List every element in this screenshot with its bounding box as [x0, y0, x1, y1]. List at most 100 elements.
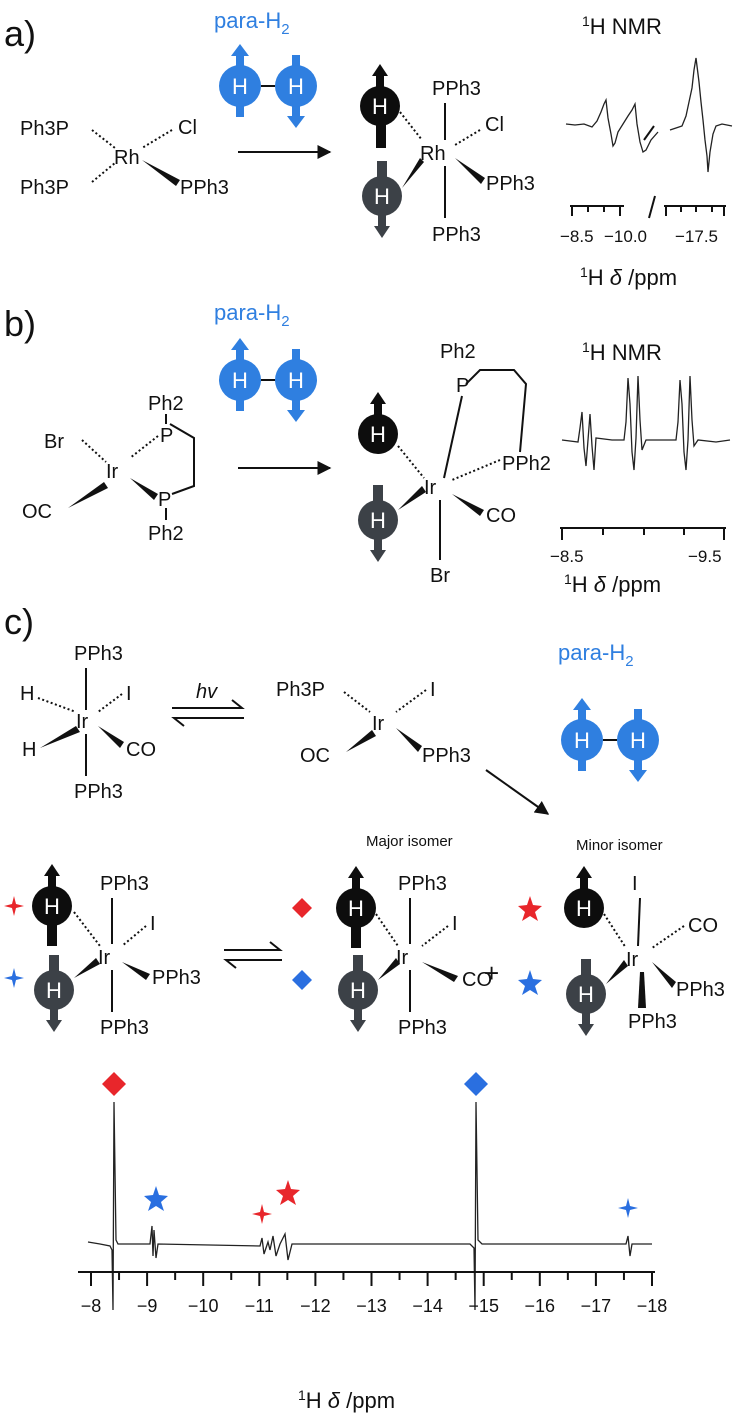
nmr-spectrum-b: −8.5 −9.5 — [550, 375, 731, 566]
tick-label-c: −18 — [637, 1296, 668, 1316]
svg-text:H: H — [578, 982, 594, 1007]
pph3-right-minor: PPh3 — [676, 979, 725, 1001]
tick-a-3: −17.5 — [675, 227, 718, 246]
panel-label-a: a) — [4, 13, 36, 54]
pph3-top-left: PPh3 — [100, 873, 149, 895]
para-h2-molecule-b: H H — [218, 337, 318, 423]
blue-diamond-marker-peak2 — [464, 1072, 488, 1096]
ir-left: Ir — [98, 947, 111, 969]
svg-text:H: H — [630, 728, 646, 753]
co-major: CO — [462, 969, 492, 991]
pph3-top-label: PPh3 — [432, 78, 481, 100]
tick-label-c: −17 — [581, 1296, 612, 1316]
pph3-top-major: PPh3 — [398, 873, 447, 895]
p-top-label: P — [160, 425, 173, 447]
svg-text:H: H — [288, 74, 304, 99]
ir-intermediate: Ph3P I Ir OC PPh3 — [276, 679, 471, 767]
svg-text:H: H — [370, 508, 386, 533]
ir-intermediate-label: Ir — [372, 713, 385, 735]
blue-star-marker-minor — [518, 970, 542, 995]
nmr-title-a: 1H NMR — [582, 13, 662, 39]
ph2-top-label: Ph2 — [148, 393, 184, 415]
para-h2-label-a: para-H2 — [214, 8, 290, 38]
ir-minor-isomer: H H I CO Ir PPh3 PPh3 — [564, 866, 725, 1036]
tick-label-c: −16 — [525, 1296, 556, 1316]
pph3-bottom-minor: PPh3 — [628, 1011, 677, 1033]
svg-text:H: H — [44, 894, 60, 919]
axis-label-c: 1H δ /ppm — [298, 1387, 395, 1413]
nmr-spectrum-a: −8.5 −10.0 −17.5 — [560, 57, 733, 246]
svg-text:H: H — [232, 74, 248, 99]
svg-text:H: H — [46, 978, 62, 1003]
oc-label-b: OC — [22, 501, 52, 523]
red-star-marker-left — [4, 896, 24, 916]
pph3-bottom-major: PPh3 — [398, 1017, 447, 1039]
photo-equilibrium-arrows — [171, 699, 245, 727]
pph3-right-left: PPh3 — [152, 967, 201, 989]
i-start: I — [126, 683, 132, 705]
ir-dihydride-start: PPh3 H I Ir H CO PPh3 — [20, 643, 156, 803]
pph3-top-start: PPh3 — [74, 643, 123, 665]
svg-text:H: H — [288, 368, 304, 393]
pph3-bottom-left: PPh3 — [100, 1017, 149, 1039]
tick-label-c: −11 — [245, 1296, 274, 1316]
major-isomer-label: Major isomer — [366, 833, 453, 850]
pph3-intermediate: PPh3 — [422, 745, 471, 767]
h1-start: H — [20, 683, 34, 705]
ir-complex-left: H H PPh3 I Ir PPh3 PPh3 — [32, 864, 201, 1039]
red-star-marker-minor — [518, 896, 542, 921]
co-minor: CO — [688, 915, 718, 937]
ph3p-intermediate: Ph3P — [276, 679, 325, 701]
i-minor: I — [632, 873, 638, 895]
co-start: CO — [126, 739, 156, 761]
nmr-spectrum-c: −8−9−10−11−12−13−14−15−16−17−18 — [78, 1101, 668, 1316]
ir-label-product-b: Ir — [424, 477, 437, 499]
para-h2-molecule-a: H H — [218, 43, 318, 129]
rh-reactant: Ph3P Cl Rh Ph3P PPh3 — [20, 117, 229, 199]
pph3-bottom-start: PPh3 — [74, 781, 123, 803]
pph3-label: PPh3 — [180, 177, 229, 199]
ir-label-b: Ir — [106, 461, 119, 483]
ir-reactant-b: Br Ir OC Ph2 P P Ph2 — [22, 393, 195, 545]
svg-text:H: H — [232, 368, 248, 393]
tick-label-c: −12 — [300, 1296, 331, 1316]
red-star-marker-spectrum-a — [252, 1204, 272, 1224]
oc-intermediate: OC — [300, 745, 330, 767]
nmr-title-b: 1H NMR — [582, 339, 662, 365]
p-bottom-label: P — [158, 489, 171, 511]
ph3p-bottom-label: Ph3P — [20, 177, 69, 199]
para-h2-label-c: para-H2 — [558, 640, 634, 670]
br-label: Br — [44, 431, 64, 453]
ir-major-isomer: H H PPh3 I Ir CO PPh3 — [336, 866, 492, 1039]
para-h2-label-b: para-H2 — [214, 300, 290, 330]
ph2-bottom-label: Ph2 — [148, 523, 184, 545]
rh-label: Rh — [114, 147, 140, 169]
co-label-b: CO — [486, 505, 516, 527]
tick-label-c: −13 — [356, 1296, 387, 1316]
ph3p-top-label: Ph3P — [20, 118, 69, 140]
tick-label-c: −15 — [468, 1296, 499, 1316]
isomer-equilibrium-arrows — [223, 941, 283, 969]
ph2-label-product: Ph2 — [440, 341, 476, 363]
red-diamond-marker-major — [292, 898, 312, 918]
i-major: I — [452, 913, 458, 935]
svg-text:H: H — [350, 978, 366, 1003]
panel-label-b: b) — [4, 303, 36, 344]
tick-b-1: −8.5 — [550, 547, 584, 566]
rh-product: H H PPh3 Cl Rh PPh3 PPh3 — [360, 64, 535, 246]
cl-label-product: Cl — [485, 114, 504, 136]
plus-sign: + — [484, 958, 499, 988]
blue-star-marker-left — [4, 968, 24, 988]
ir-start: Ir — [76, 711, 89, 733]
pph2-label: PPh2 — [502, 453, 551, 475]
ir-major: Ir — [396, 947, 409, 969]
pph3-right-label: PPh3 — [486, 173, 535, 195]
ir-minor: Ir — [626, 949, 639, 971]
svg-text:H: H — [574, 728, 590, 753]
svg-text:H: H — [374, 184, 390, 209]
tick-a-1: −8.5 — [560, 227, 594, 246]
blue-star-marker-spectrum — [144, 1186, 168, 1211]
svg-text:H: H — [372, 94, 388, 119]
ir-product-b: H H Ph2 P PPh2 Ir CO Br — [358, 341, 551, 587]
